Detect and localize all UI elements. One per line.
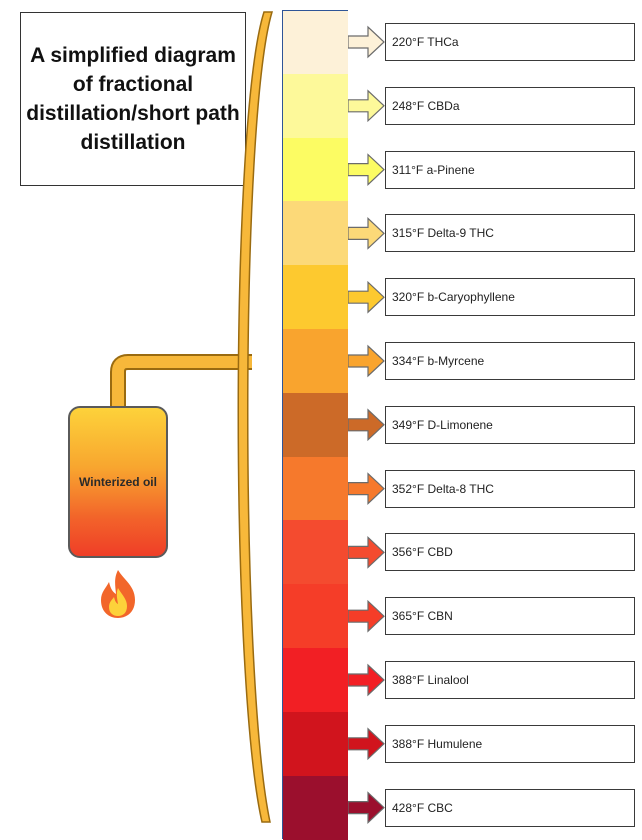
column-curve xyxy=(237,11,274,823)
arrow-layer xyxy=(347,25,385,824)
fraction-arrow xyxy=(347,89,385,123)
column-band xyxy=(283,329,348,394)
column-band xyxy=(283,392,348,458)
column-band xyxy=(283,711,348,777)
column-band xyxy=(283,648,348,713)
boiling-flask: Winterized oil xyxy=(68,406,168,558)
fraction-label: 311°F a-Pinene xyxy=(385,150,635,189)
fraction-label: 320°F b-Caryophyllene xyxy=(385,278,635,317)
fraction-label: 388°F Linalool xyxy=(385,661,635,699)
flame-icon xyxy=(101,570,135,618)
fraction-arrow xyxy=(347,472,385,505)
column-band xyxy=(283,137,348,202)
fraction-arrow xyxy=(347,153,385,186)
fraction-label: 315°F Delta-9 THC xyxy=(385,214,635,253)
fraction-label: 365°F CBN xyxy=(385,597,635,636)
title-box: A simplified diagram of fractional disti… xyxy=(20,12,246,186)
fraction-label: 220°F THCa xyxy=(385,23,635,61)
column-outline xyxy=(282,10,348,840)
transfer-tube xyxy=(110,354,252,408)
fraction-arrow xyxy=(347,663,385,697)
column-band xyxy=(283,265,348,330)
fraction-arrow xyxy=(347,280,385,314)
fraction-label: 428°F CBC xyxy=(385,788,635,827)
fraction-arrow xyxy=(347,536,385,569)
fraction-label: 388°F Humulene xyxy=(385,724,635,763)
fraction-arrow xyxy=(347,344,385,378)
diagram-title: A simplified diagram of fractional disti… xyxy=(26,44,240,154)
fraction-arrow xyxy=(347,791,385,824)
column-band xyxy=(283,584,348,649)
vessel-label: Winterized oil xyxy=(79,475,157,489)
column-band xyxy=(283,520,348,585)
column-band xyxy=(283,73,348,139)
fraction-arrow xyxy=(347,727,385,761)
fraction-label: 352°F Delta-8 THC xyxy=(385,469,635,508)
fraction-label: 349°F D-Limonene xyxy=(385,405,635,444)
column-band xyxy=(283,201,348,266)
fraction-label: 248°F CBDa xyxy=(385,86,635,125)
fraction-arrow xyxy=(347,599,385,633)
fraction-arrow xyxy=(347,217,385,250)
fraction-label: 334°F b-Myrcene xyxy=(385,342,635,380)
column-band xyxy=(283,10,348,75)
column-band xyxy=(283,456,348,521)
fraction-label: 356°F CBD xyxy=(385,533,635,572)
transfer-tube-fill xyxy=(112,356,252,408)
fraction-arrow xyxy=(347,408,385,442)
fraction-arrow xyxy=(347,25,385,59)
